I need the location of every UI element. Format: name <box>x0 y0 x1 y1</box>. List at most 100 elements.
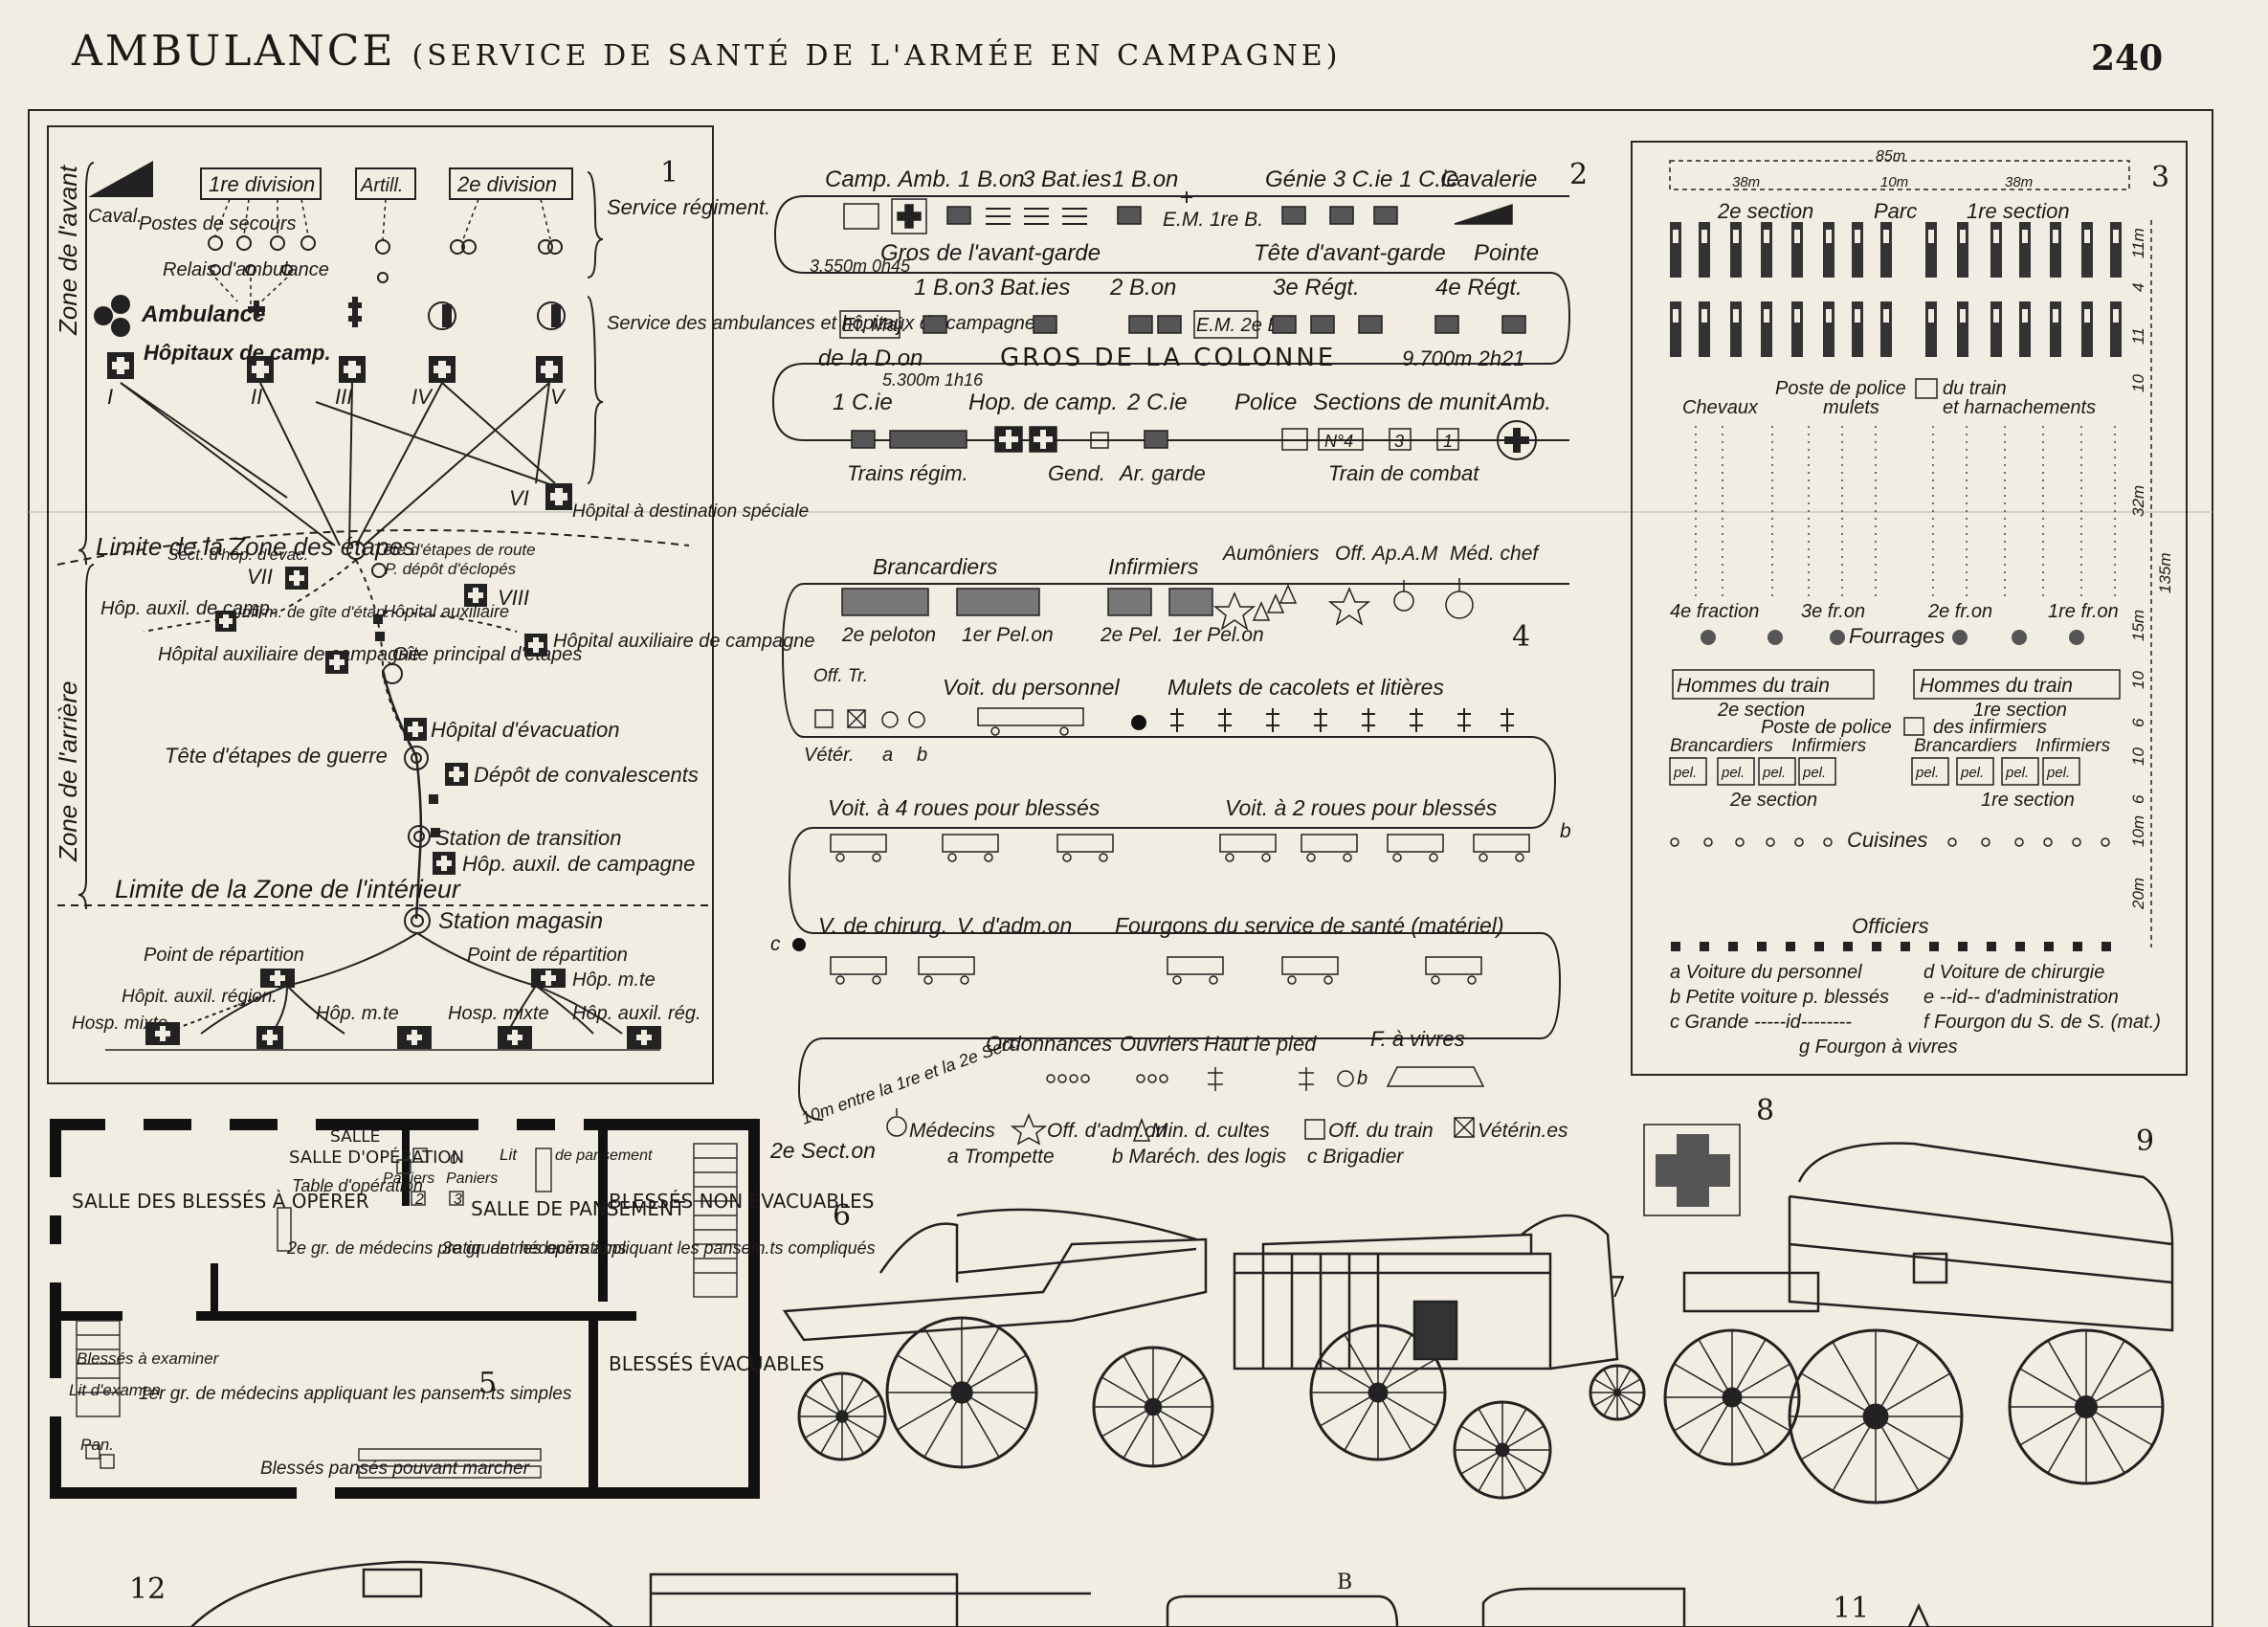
vehicle-wheel-spoke <box>819 1378 843 1417</box>
fig2-dist2: 5.300m 1h16 <box>882 370 984 390</box>
fig4-wagon-wheel <box>923 975 933 985</box>
fig3-wagon-window <box>1794 309 1800 323</box>
vehicle-wheel-spoke <box>923 1327 963 1393</box>
label-hop-aux-campagne-2: Hôp. auxil. de campagne <box>462 852 695 876</box>
fig3-pel-box <box>1758 757 1796 786</box>
fig4-wagon <box>1281 956 1339 975</box>
figure-5-floor-plan: SALLE SALLE D'OPÉRATION SALLE DES BLESSÉ… <box>50 1119 876 1499</box>
vehicle-wheel-spoke <box>2085 1368 2153 1408</box>
fig2-row2-2bon: 2 B.on <box>1109 275 1176 301</box>
fig3-number: 3 <box>2151 161 2169 194</box>
fig4-voit-personnel: Voit. du personnel <box>943 675 1120 700</box>
fig4-2e-sect: 2e Sect.on <box>769 1138 876 1163</box>
fig5-table-operation: Table d'opération <box>292 1176 423 1195</box>
vehicle-wheel-spoke <box>923 1392 963 1458</box>
fig2-route-path <box>771 195 1571 441</box>
fig5-lit-examen: Lit d'examen <box>69 1381 161 1399</box>
label-postes-secours: Postes de secours <box>139 213 297 234</box>
fig3-wagon-window <box>1764 309 1769 323</box>
fig4-mule-crosses <box>1170 708 1514 732</box>
fig5-paniers-2: Paniers <box>446 1170 498 1187</box>
fig3-picket-lines <box>1695 426 2116 598</box>
fig4-brancardier-blocks <box>841 588 1213 616</box>
fig3-wagon-window <box>1673 309 1679 323</box>
fig5-num-3: 3 <box>454 1192 462 1208</box>
fig4-wagon <box>830 956 887 975</box>
fig3-hommes-1: Hommes du train <box>1677 675 1830 697</box>
fig4-route-path <box>781 583 1569 1121</box>
roman-III: III <box>335 385 352 409</box>
tete-etapes-route-icon <box>346 541 366 560</box>
fig3-infirm-2: Infirmiers <box>2035 736 2111 756</box>
fig3-wagon-window <box>1733 309 1739 323</box>
fig2-gros-avant-garde: Gros de l'avant-garde <box>880 240 1101 266</box>
label-tete-route: Tête d'étapes de route <box>373 541 536 559</box>
vehicle-wheel-spoke <box>1501 1408 1527 1451</box>
rear-main-line <box>381 669 423 920</box>
fig2-cavalerie: Cavalerie <box>1440 167 1537 192</box>
fig4-wagon-wheel <box>984 853 993 862</box>
fig3-wagon-window <box>1993 309 1999 323</box>
label-service-regiment: Service régiment. <box>607 195 770 219</box>
fig3-legend-e: e --id-- d'administration <box>1923 987 2119 1008</box>
vehicle-wheel-spoke <box>961 1392 1027 1431</box>
vehicle-wheel-spoke <box>1344 1392 1379 1451</box>
service-regiment-brace <box>587 171 604 279</box>
fig3-rdim-9: 10 <box>2129 747 2147 766</box>
fig3-wagon-window <box>2053 230 2058 243</box>
vehicle-wheel-spoke <box>2019 1368 2087 1408</box>
postes-secours-icons <box>208 235 563 283</box>
fig4-veter: Vétér. <box>804 745 855 766</box>
vehicle-wheel-spoke <box>1616 1392 1632 1416</box>
fig5-stairs <box>76 1143 738 1479</box>
fig4-med-chef: Méd. chef <box>1450 543 1540 565</box>
fig3-wagon-window <box>2053 309 2058 323</box>
label-hosp-mixte-left: Hosp. mixte <box>72 1014 167 1034</box>
fig4-wagon-wheel <box>1062 853 1072 862</box>
fig5-pan: Pan. <box>80 1436 114 1454</box>
fig4-legend-offtrain: Off. du train <box>1328 1120 1434 1142</box>
fig2-amb: Amb. <box>1496 390 1551 415</box>
vehicle-wheel-spoke <box>1616 1392 1641 1407</box>
label-bottom-hop-mte-right: Hôp. m.te <box>572 970 656 991</box>
fig5-room-pansement: SALLE DE PANSEMENT <box>471 1197 686 1220</box>
fig3-dim-38b: 38m <box>2005 174 2033 190</box>
fig4-ouvriers: Ouvriers <box>1120 1032 1199 1056</box>
vehicle-wheel-spoke <box>841 1378 865 1417</box>
fig2-em2-box <box>1193 310 1258 339</box>
fig2-no4: N°4 <box>1324 432 1353 451</box>
fig3-rdim-8: 6 <box>2129 718 2147 727</box>
fig3-poste-police-b: Poste de police <box>1761 717 1892 738</box>
fig5-team-2: 2e gr. de médecins pratiquant les opérat… <box>286 1238 627 1258</box>
limit-etapes-line <box>56 529 690 566</box>
vehicle-wheel-spoke <box>1731 1363 1790 1398</box>
fig3-wagon-window <box>2084 309 2090 323</box>
fig3-1re-section-c: 1re section <box>1981 790 2075 811</box>
label-limite-interieur: Limite de la Zone de l'intérieur <box>115 875 461 903</box>
fig4-ordonnances: Ordonnances <box>986 1032 1112 1056</box>
fig3-dim-85: 85m <box>1876 148 1905 165</box>
fig3-dim-38a: 38m <box>1732 174 1760 190</box>
fig4-1er-pelon: 1er Pel.on <box>962 624 1054 646</box>
fig4-wagon-wheel <box>835 975 845 985</box>
fig2-3: 3 <box>1394 432 1404 451</box>
fig2-gros-colonne: GROS DE LA COLONNE <box>1000 344 1336 372</box>
fig3-hommes-2: Hommes du train <box>1920 675 2073 697</box>
fig5-team-3: 3e gr. de médecins appliquant les pansem… <box>442 1238 876 1258</box>
division-dashed-links <box>214 198 551 305</box>
division-box-2 <box>449 167 573 200</box>
fig3-wagon-window <box>1733 230 1739 243</box>
fig3-wagon-window <box>1883 309 1889 323</box>
label-relais-ambulance: Relais d'ambulance <box>163 259 329 280</box>
vehicle-wheel-spoke <box>2085 1406 2153 1446</box>
fig4-wagon <box>918 956 975 975</box>
fig3-fraction-2: 2e fr.on <box>1927 601 1992 622</box>
fig3-fraction-1: 1re fr.on <box>2048 601 2119 622</box>
label-hop-aux-campagne-right: Hôpital auxiliaire de campagne <box>553 631 815 652</box>
fig3-police-box-2 <box>1903 717 1924 736</box>
fig3-pel-box <box>1798 757 1836 786</box>
fig5-paniers-1: Paniers <box>383 1170 434 1187</box>
roman-VI: VI <box>509 486 529 510</box>
figure-2-march-column: 2 Camp. Amb. 1 B.on 3 Bat.ies 1 B.on Gén… <box>771 158 1588 485</box>
fig2-hop-camp: Hop. de camp. <box>968 390 1118 415</box>
